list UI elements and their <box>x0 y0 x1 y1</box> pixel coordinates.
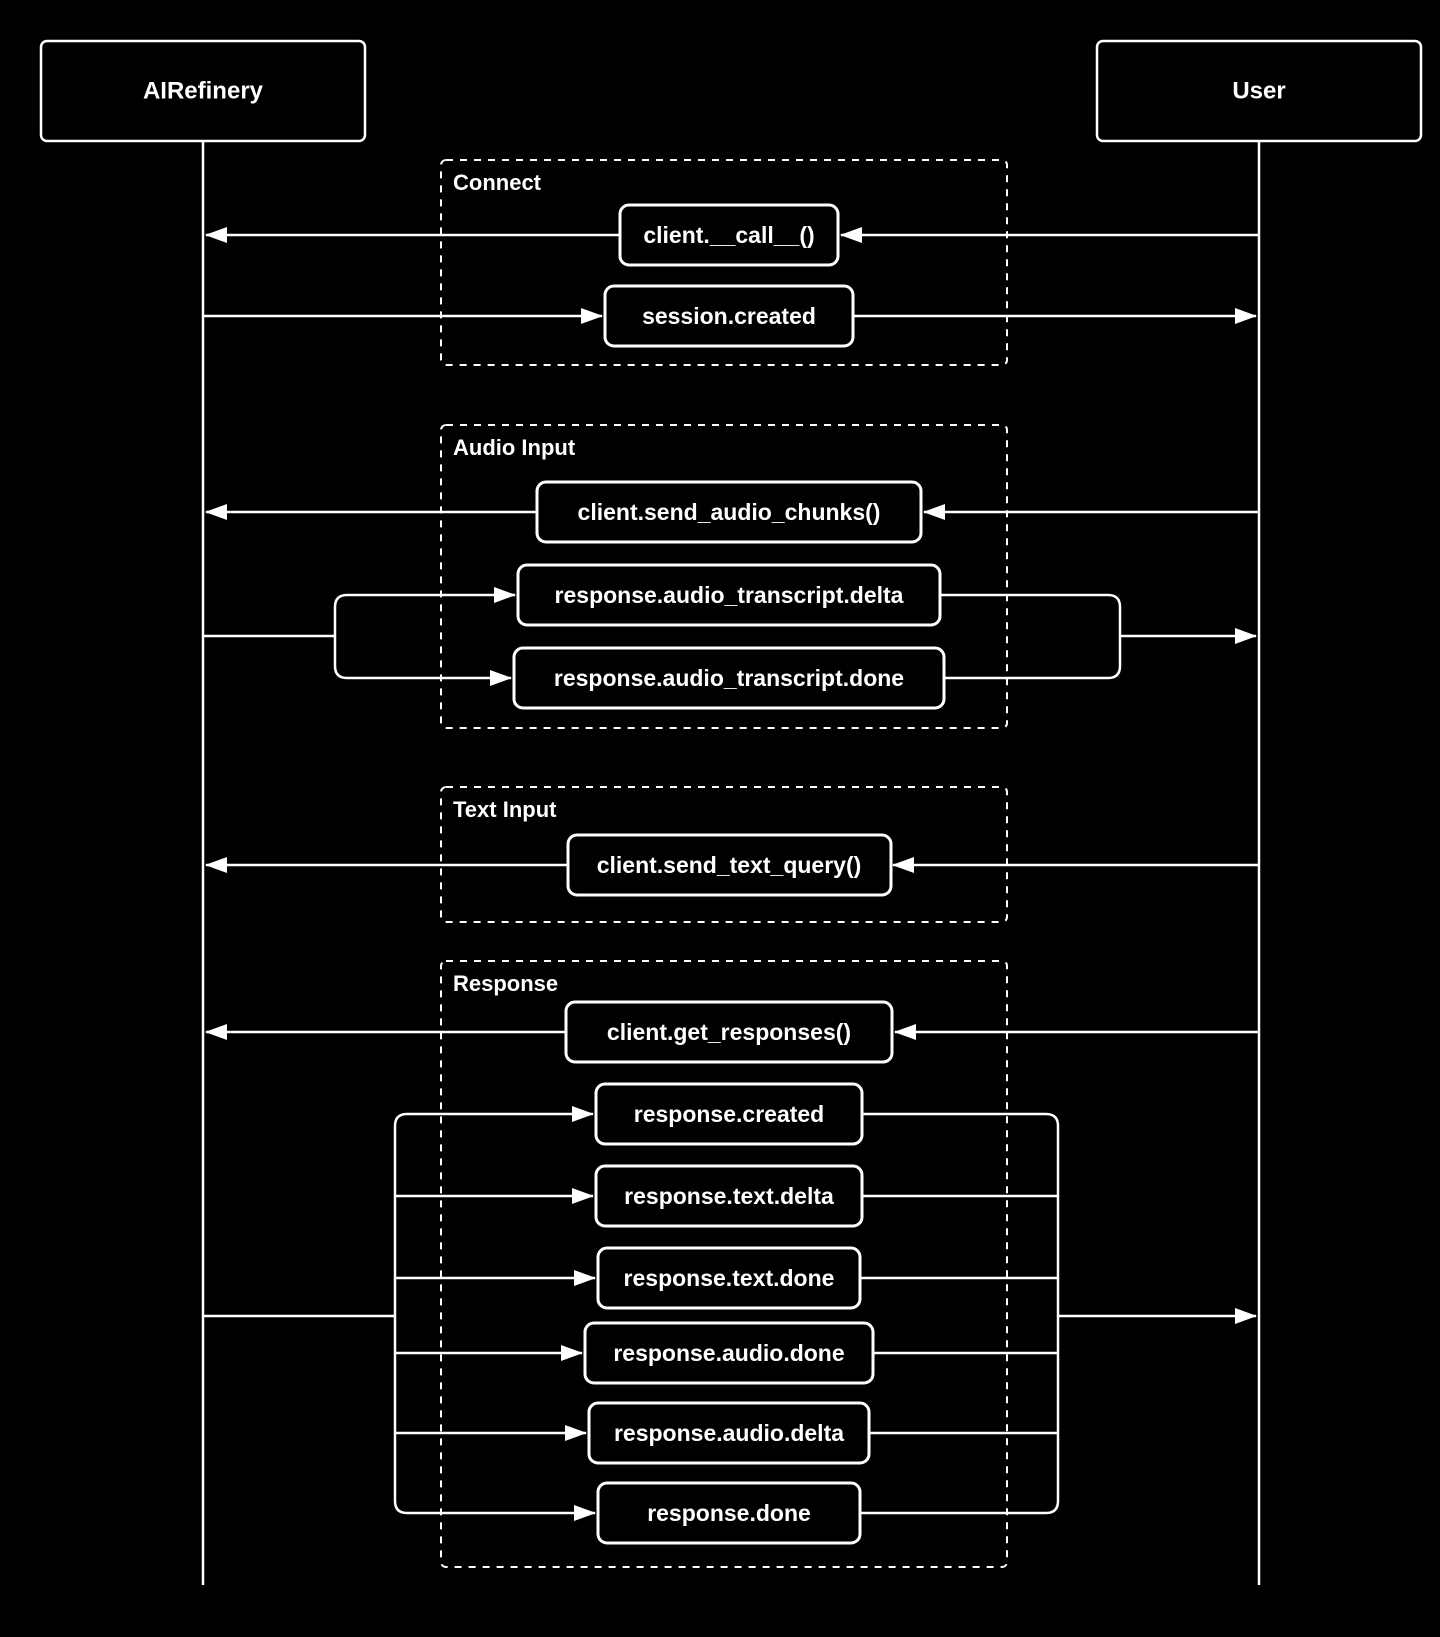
message-text-response-audio-done: response.audio.done <box>613 1340 844 1366</box>
bracket-vertical-response-right <box>860 1112 1060 1515</box>
group-label-connect: Connect <box>453 170 542 195</box>
message-text-get-responses: client.get_responses() <box>607 1019 851 1045</box>
message-box-response-audio-delta <box>587 1401 871 1465</box>
message-box-response-audio-done <box>583 1321 875 1385</box>
message-box-response-text-done <box>596 1246 862 1310</box>
message-text-session-created: session.created <box>642 303 816 329</box>
actor-airefinery: AIRefinery <box>39 39 367 143</box>
group-box-connect <box>440 159 1008 366</box>
message-box-send-audio-chunks <box>535 480 923 544</box>
message-text-response-text-done: response.text.done <box>624 1265 835 1291</box>
group-box-response <box>440 960 1008 1568</box>
group-box-audio-input <box>440 424 1008 729</box>
message-text-response-audio-delta: response.audio.delta <box>614 1420 844 1446</box>
message-text-response-created: response.created <box>634 1101 824 1127</box>
actor-box-user <box>1095 39 1423 143</box>
group-response: Response client.get_responses() response… <box>203 960 1259 1568</box>
message-box-client-call <box>618 203 840 267</box>
group-label-audio-input: Audio Input <box>453 435 576 460</box>
message-text-transcript-done: response.audio_transcript.done <box>554 665 904 691</box>
group-text-input: Text Input client.send_text_query() <box>205 786 1259 923</box>
actor-user: User <box>1095 39 1423 143</box>
bracket-vertical-audio-left <box>333 593 348 680</box>
message-text-response-text-delta: response.text.delta <box>624 1183 834 1209</box>
message-text-client-call: client.__call__() <box>643 222 814 248</box>
message-text-transcript-delta: response.audio_transcript.delta <box>555 582 904 608</box>
message-text-send-text-query: client.send_text_query() <box>597 852 862 878</box>
message-text-response-done: response.done <box>647 1500 811 1526</box>
actor-label-airefinery: AIRefinery <box>143 78 264 105</box>
group-audio-input: Audio Input client.send_audio_chunks() r… <box>203 424 1259 729</box>
message-box-transcript-delta <box>516 563 942 627</box>
group-label-response: Response <box>453 971 558 996</box>
message-box-send-text-query <box>566 833 893 897</box>
bracket-vertical-audio-right <box>940 593 1122 680</box>
message-box-response-done <box>596 1481 862 1545</box>
group-connect: Connect client.__call__() session.create… <box>203 159 1259 366</box>
message-box-response-text-delta <box>594 1164 864 1228</box>
bracket-vertical-response-left <box>393 1112 408 1515</box>
group-label-text-input: Text Input <box>453 797 557 822</box>
actor-box-airefinery <box>39 39 367 143</box>
message-text-send-audio-chunks: client.send_audio_chunks() <box>578 499 881 525</box>
actor-label-user: User <box>1232 78 1285 105</box>
message-box-response-created <box>594 1082 864 1146</box>
group-box-text-input <box>440 786 1008 923</box>
message-box-transcript-done <box>512 646 946 710</box>
message-box-get-responses <box>564 1000 894 1064</box>
message-box-session-created <box>603 284 855 348</box>
